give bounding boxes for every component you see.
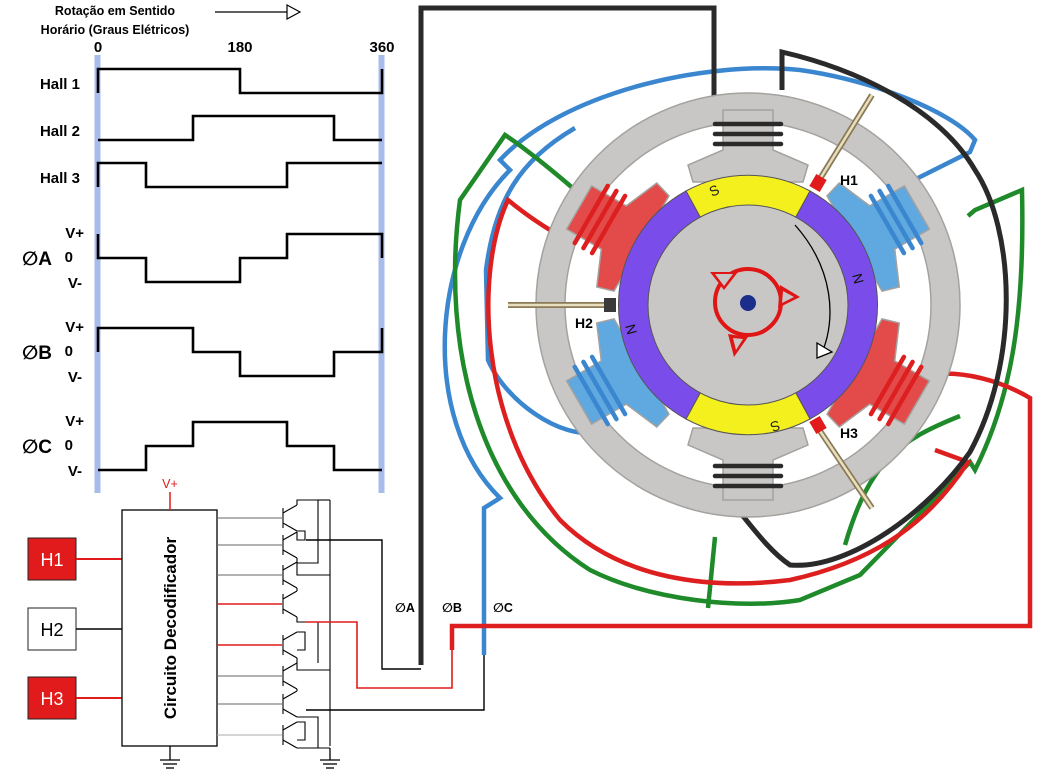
phase-a-waveform [96, 232, 384, 284]
hall-sensor-h2: H2 [508, 298, 616, 331]
bldc-motor: ∅A ∅B ∅C [395, 5, 1033, 665]
phase-b-label: ∅B [22, 343, 52, 364]
hall1-label: Hall 1 [40, 76, 80, 93]
hall-h1-label: H1 [840, 172, 858, 188]
phase-b-vplus: V+ [65, 319, 84, 336]
phase-c-zero: 0 [65, 437, 73, 454]
rotation-arrow-icon [215, 3, 302, 21]
transistor-bridge [282, 499, 331, 749]
rotor: S N S N [617, 174, 879, 435]
rotation-direction-arrow [794, 224, 831, 351]
pole-n-left-label: N [622, 322, 640, 336]
wire-b-label: ∅B [442, 601, 462, 615]
phase-c-output-wire [306, 655, 485, 711]
wire-a-label: ∅A [395, 601, 415, 615]
degree-360-label: 360 [369, 39, 394, 56]
supply-label: V+ [162, 477, 178, 491]
decoder-label: Circuito Decodificador [161, 536, 180, 719]
hall3-waveform [96, 161, 382, 189]
phase-b-output-wire [306, 621, 453, 689]
phase-c-vminus: V- [68, 463, 82, 480]
timing-diagram: Rotação em Sentido Horário (Graus Elétri… [22, 3, 395, 493]
phase-b-vminus: V- [68, 369, 82, 386]
phase-c-waveform [98, 420, 382, 472]
degree-180-label: 180 [227, 39, 252, 56]
phase-c-label: ∅C [22, 437, 52, 458]
transistor-q4 [282, 590, 298, 618]
phase-a-output-wire [306, 539, 421, 670]
hall3-label: Hall 3 [40, 170, 80, 187]
transistor-q3 [282, 561, 298, 589]
phase-a-vplus: V+ [65, 225, 84, 242]
phase-a-vminus: V- [68, 275, 82, 292]
transistor-q1 [282, 504, 298, 532]
sensor-h3-label: H3 [40, 689, 63, 709]
sensor-h2-label: H2 [40, 620, 63, 640]
coil-wire-green [452, 131, 1025, 606]
hall2-waveform [98, 114, 382, 142]
rotor-hub-icon [710, 267, 800, 357]
rotation-label-line2: Horário (Graus Elétricos) [41, 23, 190, 37]
stator-windings [572, 121, 924, 489]
phase-a-zero: 0 [65, 249, 73, 266]
phase-a-label: ∅A [22, 249, 52, 270]
hall2-label: Hall 2 [40, 123, 80, 140]
decoder-ground-icon [160, 746, 180, 769]
degree-0-label: 0 [94, 39, 102, 56]
rotation-label-line1: Rotação em Sentido [55, 4, 176, 18]
wire-c-label: ∅C [493, 601, 513, 615]
phase-c-vplus: V+ [65, 413, 84, 430]
marker-0-degrees [94, 55, 101, 493]
transistor-q7 [282, 690, 298, 718]
driver-circuit: H1 H2 H3 Circuito Decodificador V+ [27, 477, 485, 769]
pole-n-right-label: N [849, 272, 867, 286]
coil-wire-a-black [418, 5, 717, 665]
hall-sensor-h3: H3 [809, 415, 875, 510]
hall1-waveform [96, 67, 384, 95]
rotor-shaft [740, 295, 756, 311]
sensor-h2-box: H2 [27, 607, 77, 651]
transistor-q8 [282, 721, 298, 749]
rotation-arrowhead-icon [816, 341, 834, 359]
sensor-h3-box: H3 [27, 676, 77, 720]
bridge-ground-icon [320, 748, 340, 769]
transistor-q2 [282, 531, 298, 559]
transistor-q5 [282, 631, 298, 659]
hall-sensor-h1: H1 [809, 93, 875, 193]
marker-360-degrees [378, 55, 385, 493]
sensor-h1-label: H1 [40, 550, 63, 570]
hall-h3-label: H3 [840, 425, 858, 441]
phase-b-zero: 0 [65, 343, 73, 360]
hall-h2-label: H2 [575, 315, 593, 331]
decoder-block [121, 509, 218, 747]
sensor-h1-box: H1 [27, 537, 77, 581]
phase-b-waveform [96, 326, 384, 378]
transistor-q6 [282, 662, 298, 690]
